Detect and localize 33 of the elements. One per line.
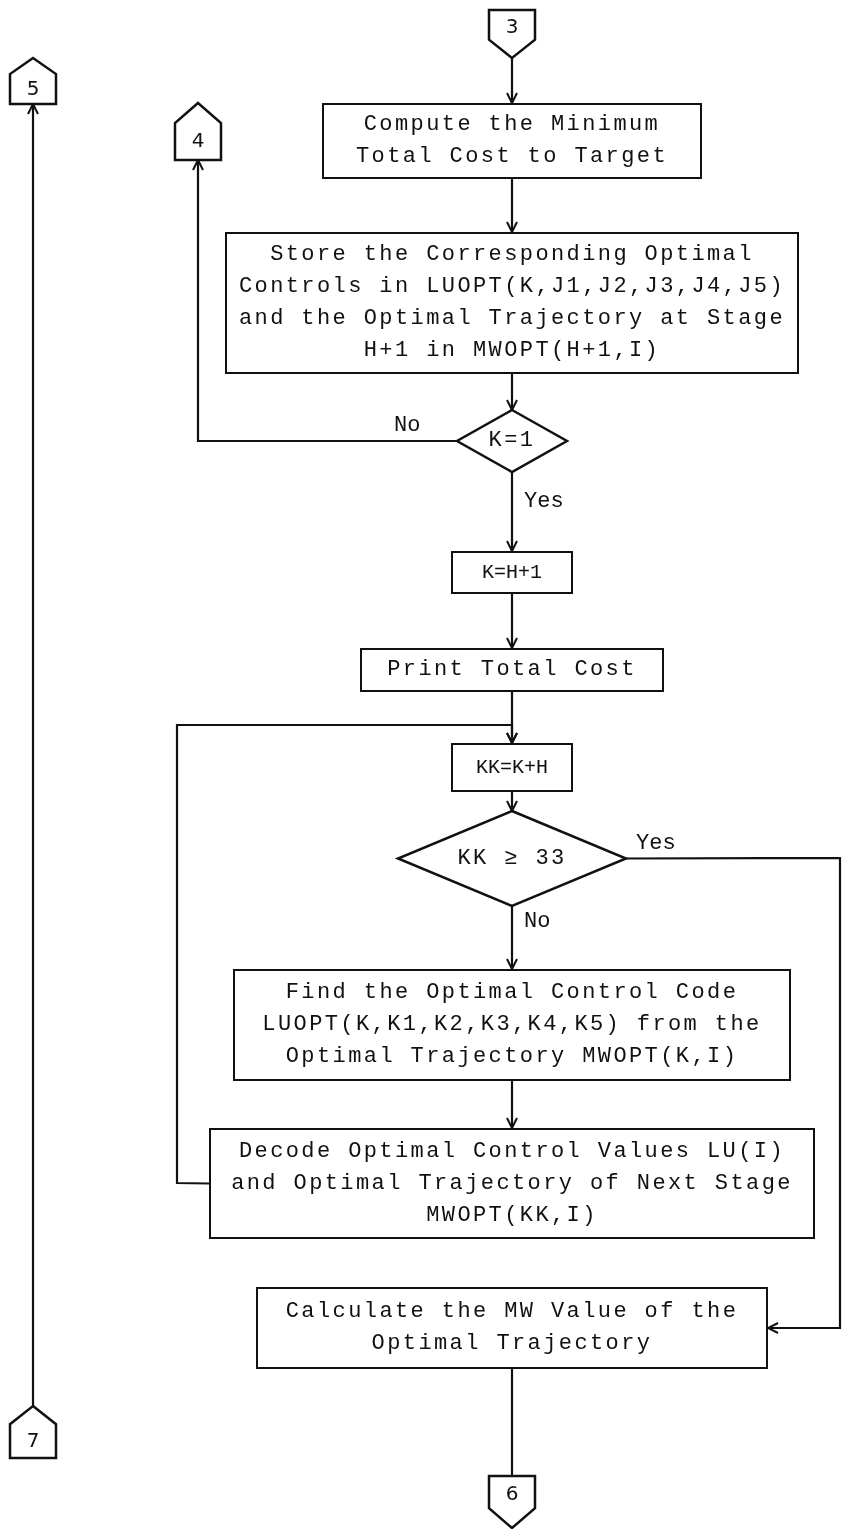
flow-arrow [506, 906, 518, 970]
flow-arrow [506, 179, 518, 233]
condition-text: KK ≥ 33 [457, 844, 567, 873]
flow-arrow [506, 58, 518, 104]
connector-number: 7 [26, 1426, 40, 1454]
step-text: Find the Optimal Control Code LUOPT(K,K1,K2,K3,K4,K5) from the Optimal Trajectory MWOPT(K,I) [261, 979, 763, 1071]
step-text: Compute the Minimum Total Cost to Target [354, 111, 669, 171]
condition-text: K=1 [488, 427, 536, 455]
flow-arrow [175, 723, 518, 1185]
flow-arrow [506, 374, 518, 411]
step-text: Decode Optimal Control Values LU(I) and Optimal Trajectory of Next Stage MWOPT(KK,I) [230, 1137, 794, 1230]
step-text: Store the Corresponding Optimal Controls in LUOPT(K,J1,J2,J3,J4,J5) and the Optimal Trajectory at Stage H+1 in MWOPT(H+1,I) [237, 241, 787, 365]
step-text: K=H+1 [482, 559, 542, 586]
process-box [256, 1287, 768, 1369]
process-box [451, 743, 573, 792]
flow-arrow [506, 472, 518, 552]
step-text: Calculate the MW Value of the Optimal Trajectory [284, 1298, 740, 1358]
connector-number: 4 [191, 127, 205, 155]
flow-arrow [506, 792, 518, 812]
process-box [451, 551, 573, 594]
process-box [322, 103, 702, 179]
process-box [233, 969, 791, 1081]
step-text: KK=K+H [476, 754, 548, 781]
flow-arrow [626, 856, 842, 1334]
connector-number: 3 [505, 12, 519, 40]
flow-arrow [506, 1081, 518, 1129]
connector-number: 6 [505, 1480, 519, 1508]
step-text: Print Total Cost [387, 656, 637, 684]
process-box [225, 232, 799, 374]
process-box [209, 1128, 815, 1239]
connector-number: 5 [26, 74, 40, 102]
flow-arrow [506, 594, 518, 649]
process-box [360, 648, 664, 692]
